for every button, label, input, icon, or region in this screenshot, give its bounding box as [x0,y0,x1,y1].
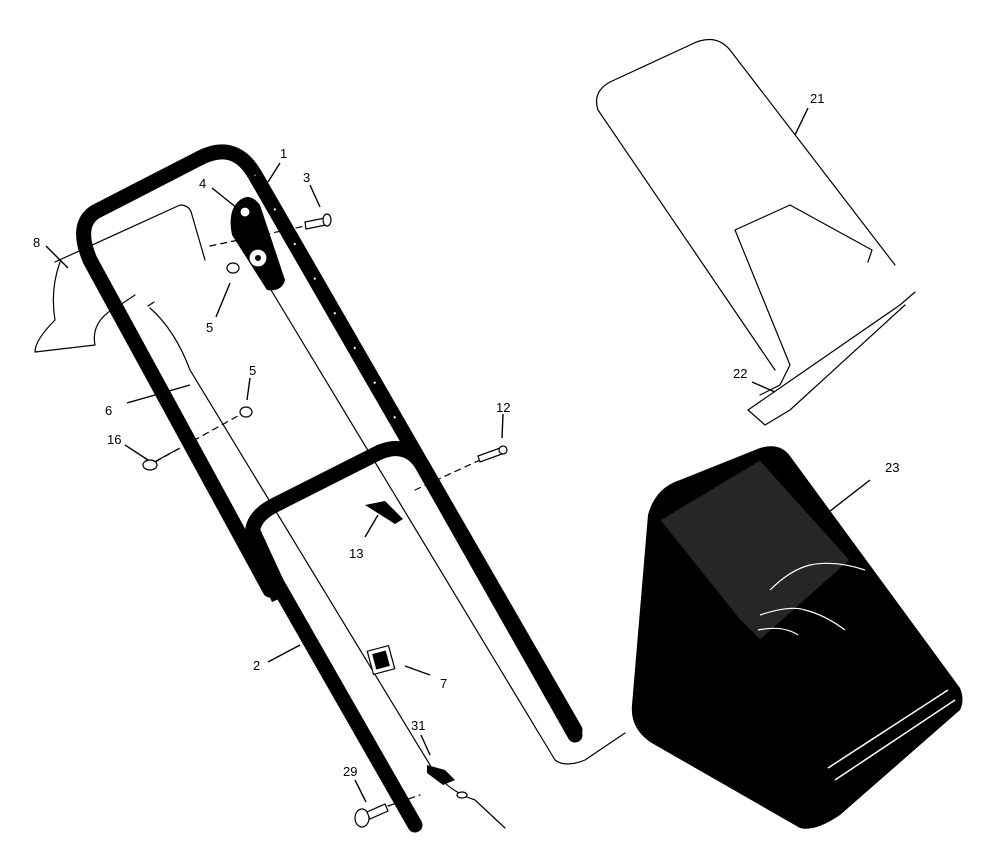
leader-lines [45,107,871,803]
nut-5-upper [226,262,240,274]
carriage-bolt-29 [354,794,421,828]
callout-3: 3 [303,170,310,185]
callout-23: 23 [885,460,899,475]
callout-13: 13 [349,546,363,561]
grass-bag [631,446,963,829]
callout-8: 8 [33,235,40,250]
callout-22: 22 [733,366,747,381]
callout-31: 31 [411,718,425,733]
bail-and-shield [34,204,206,353]
callout-4: 4 [199,176,206,191]
bolt-12 [414,445,508,491]
callout-7: 7 [440,676,447,691]
callout-2: 2 [253,658,260,673]
knob-13 [365,501,403,524]
bolt-3 [209,213,332,247]
callout-1: 1 [280,146,287,161]
callout-21: 21 [810,91,824,106]
callout-5-lower: 5 [249,363,256,378]
eyebolt-16 [142,448,179,471]
cable-clip-31 [427,765,468,799]
grass-bag-frame [595,39,916,426]
callout-16: 16 [107,432,121,447]
control-cables [147,284,626,829]
upper-handle [76,144,583,738]
callout-29: 29 [343,764,357,779]
control-lever-assembly [230,196,285,291]
cable-tie-7 [366,644,396,676]
callout-6: 6 [105,403,112,418]
callout-12: 12 [496,400,510,415]
lower-handle [240,441,583,833]
callout-labels: 1 2 3 4 5 5 6 7 8 12 13 16 21 22 23 29 3… [33,91,899,779]
callout-5-upper: 5 [206,320,213,335]
